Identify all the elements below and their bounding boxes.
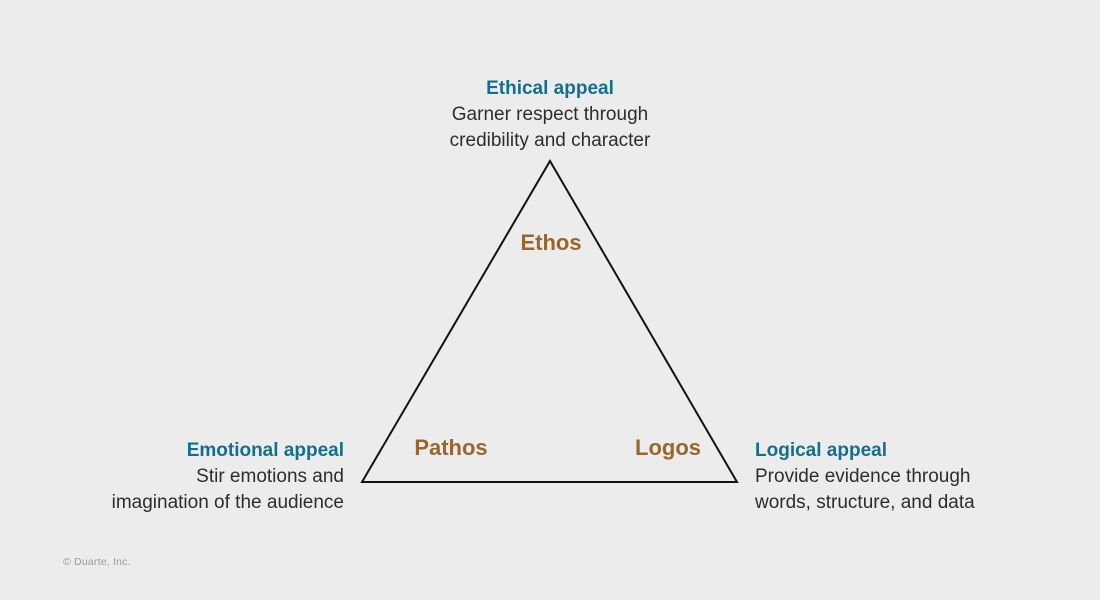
triangle-outline	[360, 159, 739, 483]
logical-appeal-block: Logical appeal Provide evidence through …	[755, 438, 975, 516]
logos-label: Logos	[635, 435, 701, 460]
copyright-text: © Duarte, Inc.	[63, 556, 131, 568]
ethical-appeal-description-line-2: credibility and character	[449, 130, 651, 151]
emotional-appeal-description-line-2: imagination of the audience	[111, 492, 344, 513]
emotional-appeal-title: Emotional appeal	[186, 440, 344, 461]
emotional-appeal-block: Emotional appeal Stir emotions and imagi…	[112, 438, 344, 516]
ethical-appeal-title: Ethical appeal	[486, 78, 614, 99]
logical-appeal-description-line-2: words, structure, and data	[755, 492, 975, 513]
logical-appeal-title: Logical appeal	[755, 440, 887, 461]
ethical-appeal-block: Ethical appeal Garner respect through cr…	[450, 76, 651, 154]
pathos-label: Pathos	[414, 435, 488, 460]
ethos-label: Ethos	[520, 230, 582, 255]
logical-appeal-description-line-1: Provide evidence through	[755, 466, 971, 487]
emotional-appeal-description-line-1: Stir emotions and	[196, 466, 344, 487]
ethical-appeal-description-line-1: Garner respect through	[451, 104, 649, 125]
